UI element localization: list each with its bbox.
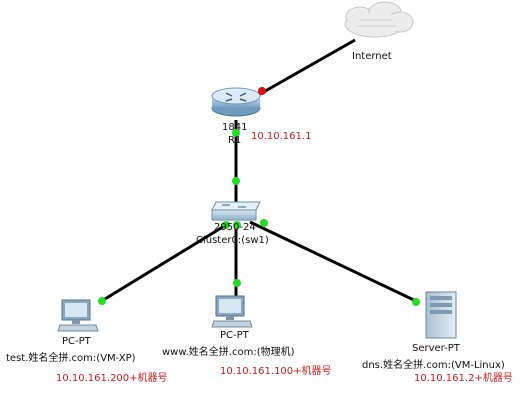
port-up-dot — [233, 279, 241, 287]
port-up-dot — [232, 177, 240, 185]
pc-left-type-label: PC-PT — [62, 336, 91, 347]
port-up-dot — [412, 298, 420, 306]
router-ip-label: 10.10.161.1 — [251, 131, 312, 142]
switch-name-label: Cluster0:(sw1) — [196, 235, 269, 246]
port-up-dot — [222, 221, 230, 229]
pc-mid-icon[interactable] — [211, 295, 253, 328]
port-up-dot — [260, 219, 268, 227]
port-up-dot — [98, 297, 106, 305]
server-ip-label: 10.10.161.2+机器号 — [414, 373, 513, 384]
pc-left-name-label: test.姓名全拼.com:(VM-XP) — [6, 353, 136, 364]
pc-left-icon[interactable] — [57, 299, 99, 332]
links — [99, 38, 419, 304]
pc-mid-type-label: PC-PT — [220, 330, 249, 341]
port-up-dot — [232, 129, 240, 137]
link-switch-pc-left[interactable] — [99, 223, 227, 304]
router-name-label: R1 — [228, 135, 242, 146]
server-type-label: Server-PT — [412, 343, 460, 354]
server-icon[interactable] — [425, 291, 457, 339]
switch-model-label: 2950-24 — [214, 222, 256, 233]
internet-label: Internet — [352, 51, 392, 62]
internet-cloud-icon[interactable] — [344, 1, 414, 38]
pc-left-ip-label: 10.10.161.200+机器号 — [56, 373, 168, 384]
port-status-dots — [98, 87, 420, 306]
link-switch-server[interactable] — [249, 220, 419, 304]
router-icon[interactable] — [211, 87, 261, 117]
port-down-dot — [258, 87, 266, 95]
switch-icon[interactable] — [211, 201, 261, 221]
server-name-label: dns.姓名全拼.com:(VM-Linux) — [362, 360, 505, 371]
router-model-label: 1841 — [222, 122, 248, 133]
pc-mid-ip-label: 10.10.161.100+机器号 — [220, 366, 332, 377]
port-up-dot — [233, 221, 241, 229]
pc-mid-name-label: www.姓名全拼.com:(物理机) — [162, 347, 295, 358]
